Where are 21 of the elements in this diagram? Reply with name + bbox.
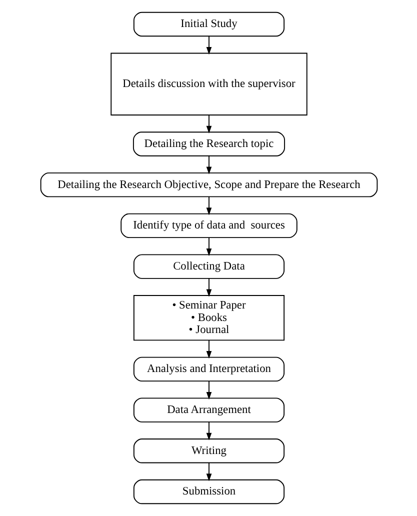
arrow xyxy=(206,36,212,55)
node-box: Analysis and Interpretation xyxy=(132,356,284,382)
arrow xyxy=(206,462,212,482)
node-box: Initial Study xyxy=(132,12,284,37)
node-box: Detailing the Research Objective, Scope and Prepare the Research xyxy=(40,172,378,198)
node-box: Collecting Data xyxy=(132,254,284,279)
arrow xyxy=(206,422,212,440)
node-box: Submission xyxy=(132,479,284,504)
arrow xyxy=(206,237,212,256)
node-box: Data Arrangement xyxy=(132,398,284,422)
arrow xyxy=(206,114,212,134)
node-box: Details discussion with the supervisor xyxy=(110,52,307,116)
arrow xyxy=(206,196,212,216)
node-box: • Seminar Paper • Books • Journal xyxy=(132,295,284,341)
arrow xyxy=(206,380,212,400)
arrow xyxy=(206,278,212,297)
node-box: Detailing the Research topic xyxy=(132,132,285,156)
arrow xyxy=(206,340,212,359)
node-box: Writing xyxy=(132,438,284,464)
node-box: Identify type of data and sources xyxy=(120,213,297,238)
arrow xyxy=(206,156,212,174)
